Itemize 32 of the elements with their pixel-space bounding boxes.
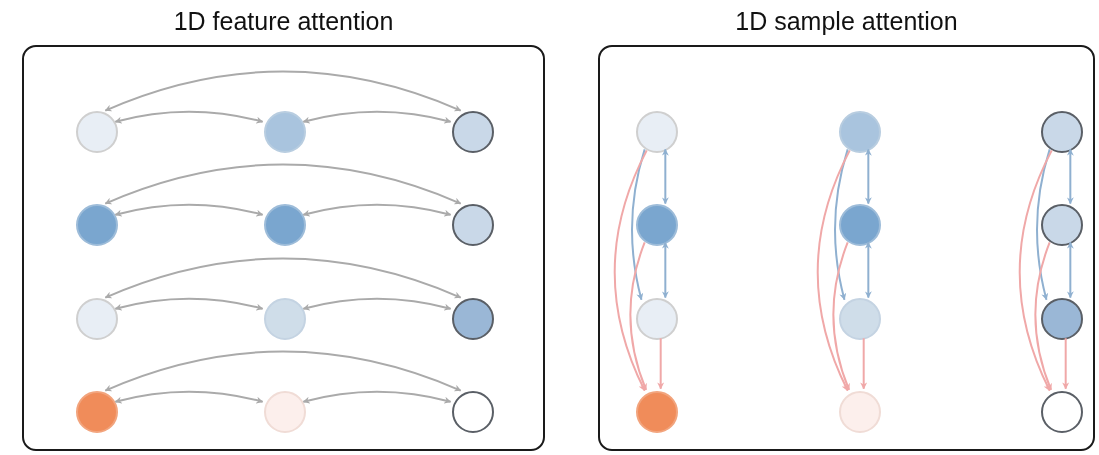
arrow <box>631 148 646 301</box>
arrow <box>864 148 872 205</box>
arrow <box>661 241 669 299</box>
arrow <box>864 241 872 299</box>
arrow <box>1036 148 1051 301</box>
arrow <box>104 350 462 392</box>
arrow <box>816 149 851 392</box>
arrow <box>114 110 264 124</box>
arrow <box>302 390 452 404</box>
arrow <box>302 110 452 124</box>
arrow <box>834 148 849 301</box>
arrow <box>657 337 665 390</box>
arrow <box>104 163 462 205</box>
arrow <box>661 148 669 205</box>
arrow <box>1066 148 1074 205</box>
arrow <box>1062 337 1070 390</box>
arrow <box>104 257 462 299</box>
arrow <box>114 203 264 217</box>
arrow <box>629 241 648 391</box>
arrow <box>114 297 264 311</box>
arrow <box>860 337 868 390</box>
arrow <box>832 241 851 391</box>
arrow <box>302 297 452 311</box>
panel-title: 1D feature attention <box>173 6 394 37</box>
arrow <box>1018 149 1053 392</box>
panel-title: 1D sample attention <box>735 6 958 37</box>
arrow <box>613 149 648 392</box>
arrow <box>1066 241 1074 299</box>
arrow <box>104 70 462 112</box>
arrow <box>114 390 264 404</box>
arrow <box>1034 241 1053 391</box>
arrow <box>302 203 452 217</box>
